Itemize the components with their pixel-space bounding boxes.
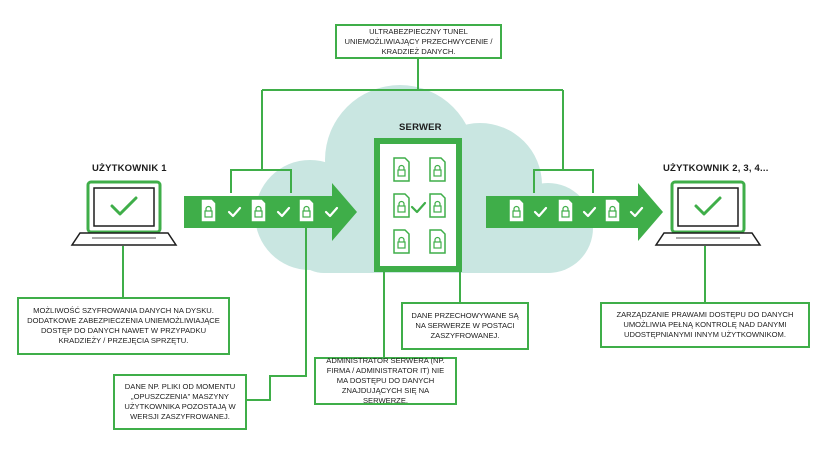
laptop-icon (654, 180, 762, 246)
user1-label: UŻYTKOWNIK 1 (92, 163, 167, 174)
encrypted-file-icon (200, 198, 217, 223)
tunnel-note: ULTRABEZPIECZNY TUNEL UNIEMOŻLIWIAJĄCY P… (335, 24, 502, 59)
encrypted-file-icon (250, 198, 267, 223)
check-icon (629, 206, 644, 218)
files-left-note: DANE NP. PLIKI OD MOMENTU „OPUSZCZENIA” … (113, 374, 247, 430)
server-icon (374, 138, 462, 272)
server-label: SERWER (399, 122, 442, 133)
encrypted-file-icon (393, 229, 410, 254)
check-icon (227, 206, 242, 218)
laptop-icon (70, 180, 178, 246)
check-icon (533, 206, 548, 218)
encrypted-file-icon (508, 198, 525, 223)
encrypted-file-icon (298, 198, 315, 223)
stored-data-note: DANE PRZECHOWYWANE SĄ NA SERWERZE W POST… (401, 302, 529, 350)
admin-note: ADMINISTRATOR SERWERA (NP. FIRMA / ADMIN… (314, 356, 457, 405)
encrypted-file-icon (393, 157, 410, 182)
right-arrow (486, 183, 663, 241)
disk-encryption-note: MOŻLIWOŚĆ SZYFROWANIA DANYCH NA DYSKU. D… (17, 297, 230, 355)
check-icon (324, 206, 339, 218)
encrypted-file-icon (393, 193, 410, 218)
encrypted-file-icon (604, 198, 621, 223)
check-icon (276, 206, 291, 218)
encrypted-file-icon (429, 229, 446, 254)
encrypted-file-icon (429, 193, 446, 218)
encrypted-file-icon (557, 198, 574, 223)
connector-lines (122, 58, 706, 401)
access-management-note: ZARZĄDZANIE PRAWAMI DOSTĘPU DO DANYCH UM… (600, 302, 810, 348)
left-arrow (184, 183, 357, 241)
check-icon (410, 201, 427, 214)
encrypted-file-icon (429, 157, 446, 182)
check-icon (582, 206, 597, 218)
users-other-label: UŻYTKOWNIK 2, 3, 4... (663, 163, 769, 174)
